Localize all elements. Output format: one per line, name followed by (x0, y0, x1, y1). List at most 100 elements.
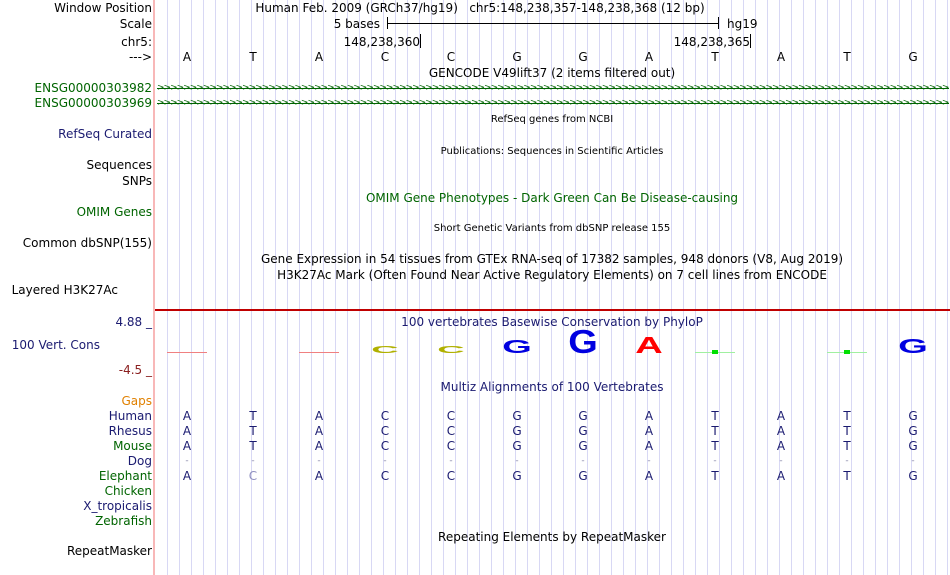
reference-base: C (446, 50, 456, 64)
reference-base: G (578, 50, 588, 64)
db-name: hg19 (727, 17, 758, 31)
alignment-base: G (578, 469, 588, 483)
label-species-mouse[interactable]: Mouse (113, 439, 152, 453)
label-gaps[interactable]: Gaps (121, 394, 152, 408)
tick-1 (420, 34, 421, 48)
label-snps[interactable]: SNPs (122, 174, 152, 188)
alignment-base: A (314, 469, 324, 483)
phylop-logo-letter: G (502, 337, 532, 357)
label-species-elephant[interactable]: Elephant (98, 469, 152, 483)
label-scale: Scale (119, 17, 152, 31)
label-species-chicken[interactable]: Chicken (104, 484, 152, 498)
alignment-base: C (380, 469, 390, 483)
alignment-base: A (182, 469, 192, 483)
label-gene-2[interactable]: ENSG00000303969 (34, 96, 152, 110)
alignment-base: - (251, 456, 255, 466)
h3k27ac-signal-line (155, 309, 950, 311)
label-divider (153, 0, 155, 575)
dbsnp-title: Short Genetic Variants from dbSNP releas… (433, 223, 671, 234)
alignment-base: G (512, 409, 522, 423)
alignment-base: T (843, 424, 851, 438)
alignment-base: T (711, 409, 719, 423)
alignment-base: - (779, 456, 783, 466)
label-refseq[interactable]: RefSeq Curated (58, 127, 152, 141)
alignment-base: G (908, 469, 918, 483)
label-window-position: Window Position (54, 1, 152, 15)
alignment-base: G (512, 424, 522, 438)
alignment-base: A (776, 439, 786, 453)
phylop-logo-letter: G (898, 335, 928, 358)
scale-text: 5 bases (333, 17, 380, 31)
alignment-base: T (711, 469, 719, 483)
scale-bar (387, 23, 718, 24)
label-species-zebrafish[interactable]: Zebrafish (95, 514, 152, 528)
alignment-base: - (383, 456, 387, 466)
alignment-base: T (711, 424, 719, 438)
alignment-base: G (908, 409, 918, 423)
label-repeatmasker[interactable]: RepeatMasker (66, 544, 152, 558)
h3k27ac-title: H3K27Ac Mark (Often Found Near Active Re… (277, 268, 827, 282)
alignment-base: - (911, 456, 915, 466)
label-species-x_tropicalis[interactable]: X_tropicalis (83, 499, 152, 513)
alignment-base: A (644, 469, 654, 483)
reference-base: A (776, 50, 786, 64)
label-species-dog[interactable]: Dog (127, 454, 152, 468)
reference-base: C (380, 50, 390, 64)
scale-bar-right (718, 17, 719, 29)
alignment-base: C (446, 424, 456, 438)
label-species-human[interactable]: Human (108, 409, 152, 423)
label-vert-cons[interactable]: 100 Vert. Cons (11, 338, 100, 352)
publications-title: Publications: Sequences in Scientific Ar… (440, 146, 664, 157)
alignment-base: A (314, 424, 324, 438)
alignment-base: G (908, 439, 918, 453)
alignment-base: A (182, 424, 192, 438)
phylop-mark (712, 350, 718, 354)
phylop-logo-letter: C (371, 344, 398, 355)
reference-base: T (843, 50, 851, 64)
label-sequences[interactable]: Sequences (86, 158, 152, 172)
label-dbsnp[interactable]: Common dbSNP(155) (22, 236, 152, 250)
tick-2 (750, 34, 751, 48)
alignment-base: A (776, 469, 786, 483)
gene-2-feature[interactable]: >>>>>>>>>>>>>>>>>>>>>>>>>>>>>>>>>>>>>>>>… (157, 99, 949, 108)
label-gene-1[interactable]: ENSG00000303982 (34, 81, 152, 95)
alignment-base: C (446, 409, 456, 423)
phylop-min: -4.5 _ (118, 363, 152, 377)
alignment-base: A (644, 409, 654, 423)
reference-base: A (182, 50, 192, 64)
label-chr: chr5: (121, 35, 152, 49)
phylop-mark (167, 352, 207, 353)
label-species-rhesus[interactable]: Rhesus (108, 424, 152, 438)
alignment-base: T (249, 439, 257, 453)
phylop-mark (844, 350, 850, 354)
gene-1-feature[interactable]: >>>>>>>>>>>>>>>>>>>>>>>>>>>>>>>>>>>>>>>>… (157, 84, 949, 93)
alignment-base: C (446, 469, 456, 483)
alignment-base: T (249, 424, 257, 438)
alignment-base: G (578, 424, 588, 438)
label-strand-arrow[interactable]: ---> (128, 50, 152, 64)
alignment-base: - (581, 456, 585, 466)
alignment-base: G (908, 424, 918, 438)
label-h3k27ac[interactable]: Layered H3K27Ac (11, 283, 118, 297)
reference-base: A (314, 50, 324, 64)
alignment-base: G (578, 409, 588, 423)
omim-title: OMIM Gene Phenotypes - Dark Green Can Be… (365, 191, 739, 205)
alignment-base: - (515, 456, 519, 466)
alignment-base: - (647, 456, 651, 466)
phylop-logo-letter: G (568, 325, 598, 360)
reference-base: T (711, 50, 719, 64)
alignment-base: G (578, 439, 588, 453)
alignment-base: A (314, 439, 324, 453)
alignment-base: T (843, 439, 851, 453)
alignment-base: A (776, 409, 786, 423)
label-omim[interactable]: OMIM Genes (76, 205, 152, 219)
alignment-base: C (380, 424, 390, 438)
pos-tick-2: 148,238,365 (673, 35, 750, 49)
alignment-base: - (317, 456, 321, 466)
alignment-base: A (182, 439, 192, 453)
alignment-base: - (713, 456, 717, 466)
multiz-title: Multiz Alignments of 100 Vertebrates (440, 380, 664, 394)
alignment-base: C (380, 439, 390, 453)
